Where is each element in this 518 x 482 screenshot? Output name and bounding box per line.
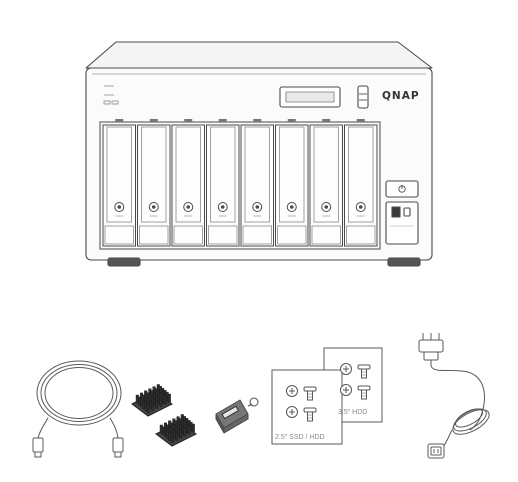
screw-kit-label-3-5: 3.5" HDD: [338, 409, 367, 416]
power-cord-icon: [418, 333, 490, 459]
heatsink: [155, 414, 197, 447]
drive-bay-1[interactable]: [102, 119, 136, 247]
ethernet-cable-icon: [32, 360, 124, 458]
drive-bay-7[interactable]: [309, 119, 343, 247]
lcd-buttons: [357, 85, 369, 109]
brand-logo: QNAP: [382, 90, 420, 102]
status-leds: [103, 85, 119, 105]
drive-bay-4[interactable]: [206, 119, 240, 247]
drive-bay-8[interactable]: [344, 119, 378, 247]
screws: [286, 363, 371, 422]
drive-bays: [99, 119, 381, 250]
heatsink-icon: [131, 384, 197, 447]
drive-bay-2[interactable]: [137, 119, 171, 247]
drive-bay-5[interactable]: [240, 119, 274, 247]
screw-kit-label-2-5: 2.5" SSD / HDD: [275, 434, 325, 441]
heatsink: [131, 384, 173, 417]
tray-key-icon: [215, 397, 259, 434]
drive-bay-6[interactable]: [275, 119, 309, 247]
screw-kit-icon: [271, 347, 383, 445]
drive-bay-3[interactable]: [171, 119, 205, 247]
